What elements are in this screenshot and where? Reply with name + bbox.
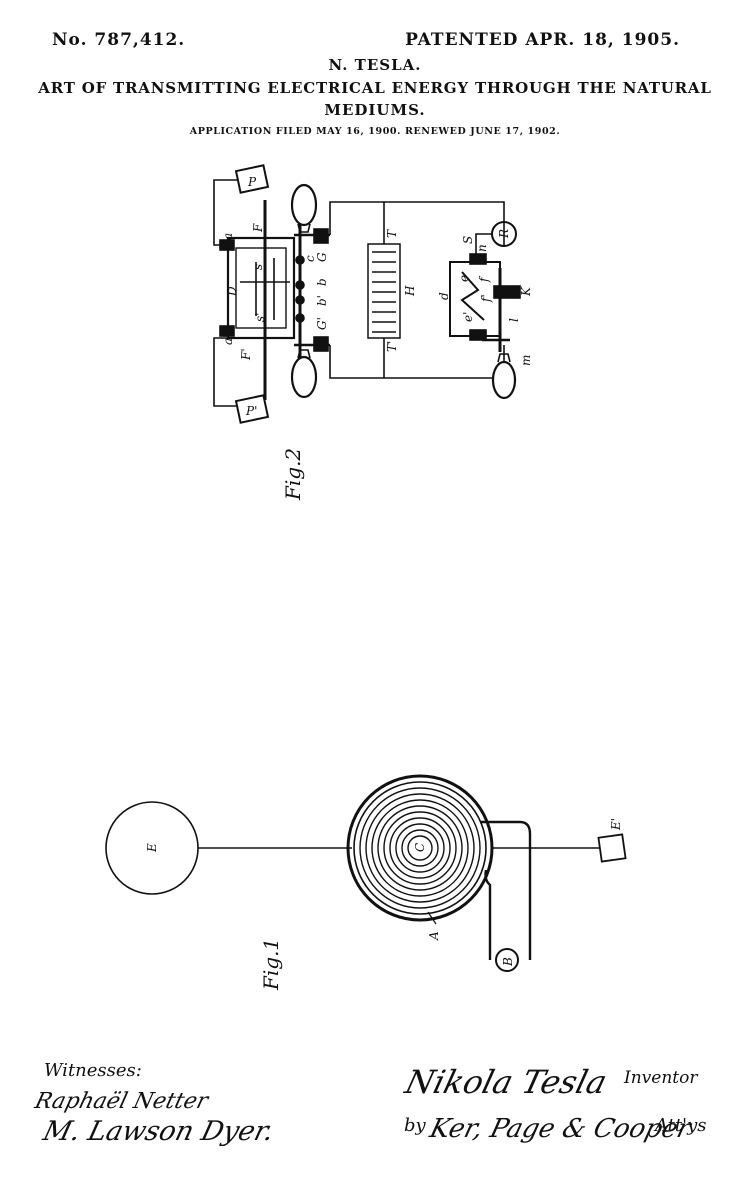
- fig1-caption: Fig.1: [259, 938, 283, 991]
- label-F1: F': [239, 348, 253, 361]
- application-dates: APPLICATION FILED MAY 16, 1900. RENEWED …: [189, 126, 561, 137]
- label-P1: P': [245, 404, 257, 418]
- witness-1-signature: Raphaël Netter: [31, 1088, 212, 1114]
- by-label: by: [404, 1115, 426, 1136]
- label-n: n: [475, 244, 489, 252]
- label-S: S: [461, 236, 475, 244]
- attorneys-signature: Ker, Page & Cooper: [426, 1113, 695, 1144]
- label-K: K: [519, 286, 533, 297]
- label-a: a: [221, 233, 235, 240]
- label-T1: T': [385, 341, 399, 352]
- label-T: T: [385, 229, 399, 238]
- label-f1: f': [479, 294, 493, 303]
- witness-2-signature: M. Lawson Dyer.: [39, 1116, 277, 1147]
- label-s: s: [251, 264, 265, 270]
- signatures: Raphaël Netter M. Lawson Dyer. Nikola Te…: [31, 1063, 695, 1146]
- patent-number: No. 787,412.: [52, 30, 186, 50]
- fig1-drawing: [105, 774, 627, 972]
- patent-date: PATENTED APR. 18, 1905.: [405, 30, 680, 50]
- fig2-caption: Fig.2: [281, 448, 305, 501]
- label-e1: e': [461, 312, 475, 322]
- fig2-drawing: [213, 164, 521, 424]
- label-c: c: [303, 255, 317, 262]
- label-C: C: [413, 843, 427, 852]
- inventor-name: N. TESLA.: [328, 56, 422, 74]
- label-f: f: [477, 275, 491, 283]
- label-s1: s': [253, 313, 267, 322]
- label-H: H: [403, 285, 417, 297]
- label-E: E: [145, 843, 159, 853]
- witnesses-label: Witnesses:: [44, 1060, 142, 1081]
- label-F: F: [251, 223, 265, 233]
- label-E1: E': [609, 818, 623, 831]
- label-d: d: [437, 292, 451, 300]
- label-a1: a': [221, 335, 235, 345]
- title-line-1: ART OF TRANSMITTING ELECTRICAL ENERGY TH…: [38, 79, 712, 97]
- label-e: e: [457, 275, 471, 282]
- label-G1: G': [315, 317, 329, 330]
- label-b: b: [315, 278, 329, 286]
- title-line-2: MEDIUMS.: [324, 101, 426, 119]
- fig2-labels: P P' a a' F F' D s s' G G' c b b' T T' H…: [221, 175, 533, 501]
- label-D: D: [225, 286, 239, 297]
- inventor-label: Inventor: [624, 1068, 698, 1088]
- attorneys-label: Att'ys: [655, 1115, 707, 1136]
- label-m: m: [519, 355, 533, 366]
- label-R: R: [497, 229, 511, 239]
- fig1-labels: E C A B E' Fig.1: [145, 818, 623, 991]
- label-G: G: [315, 252, 329, 262]
- label-P: P: [247, 175, 257, 189]
- label-A: A: [427, 931, 441, 941]
- label-B: B: [501, 957, 515, 967]
- label-b1: b': [315, 295, 329, 306]
- inventor-signature: Nikola Tesla: [401, 1063, 611, 1100]
- label-l: l: [507, 318, 521, 322]
